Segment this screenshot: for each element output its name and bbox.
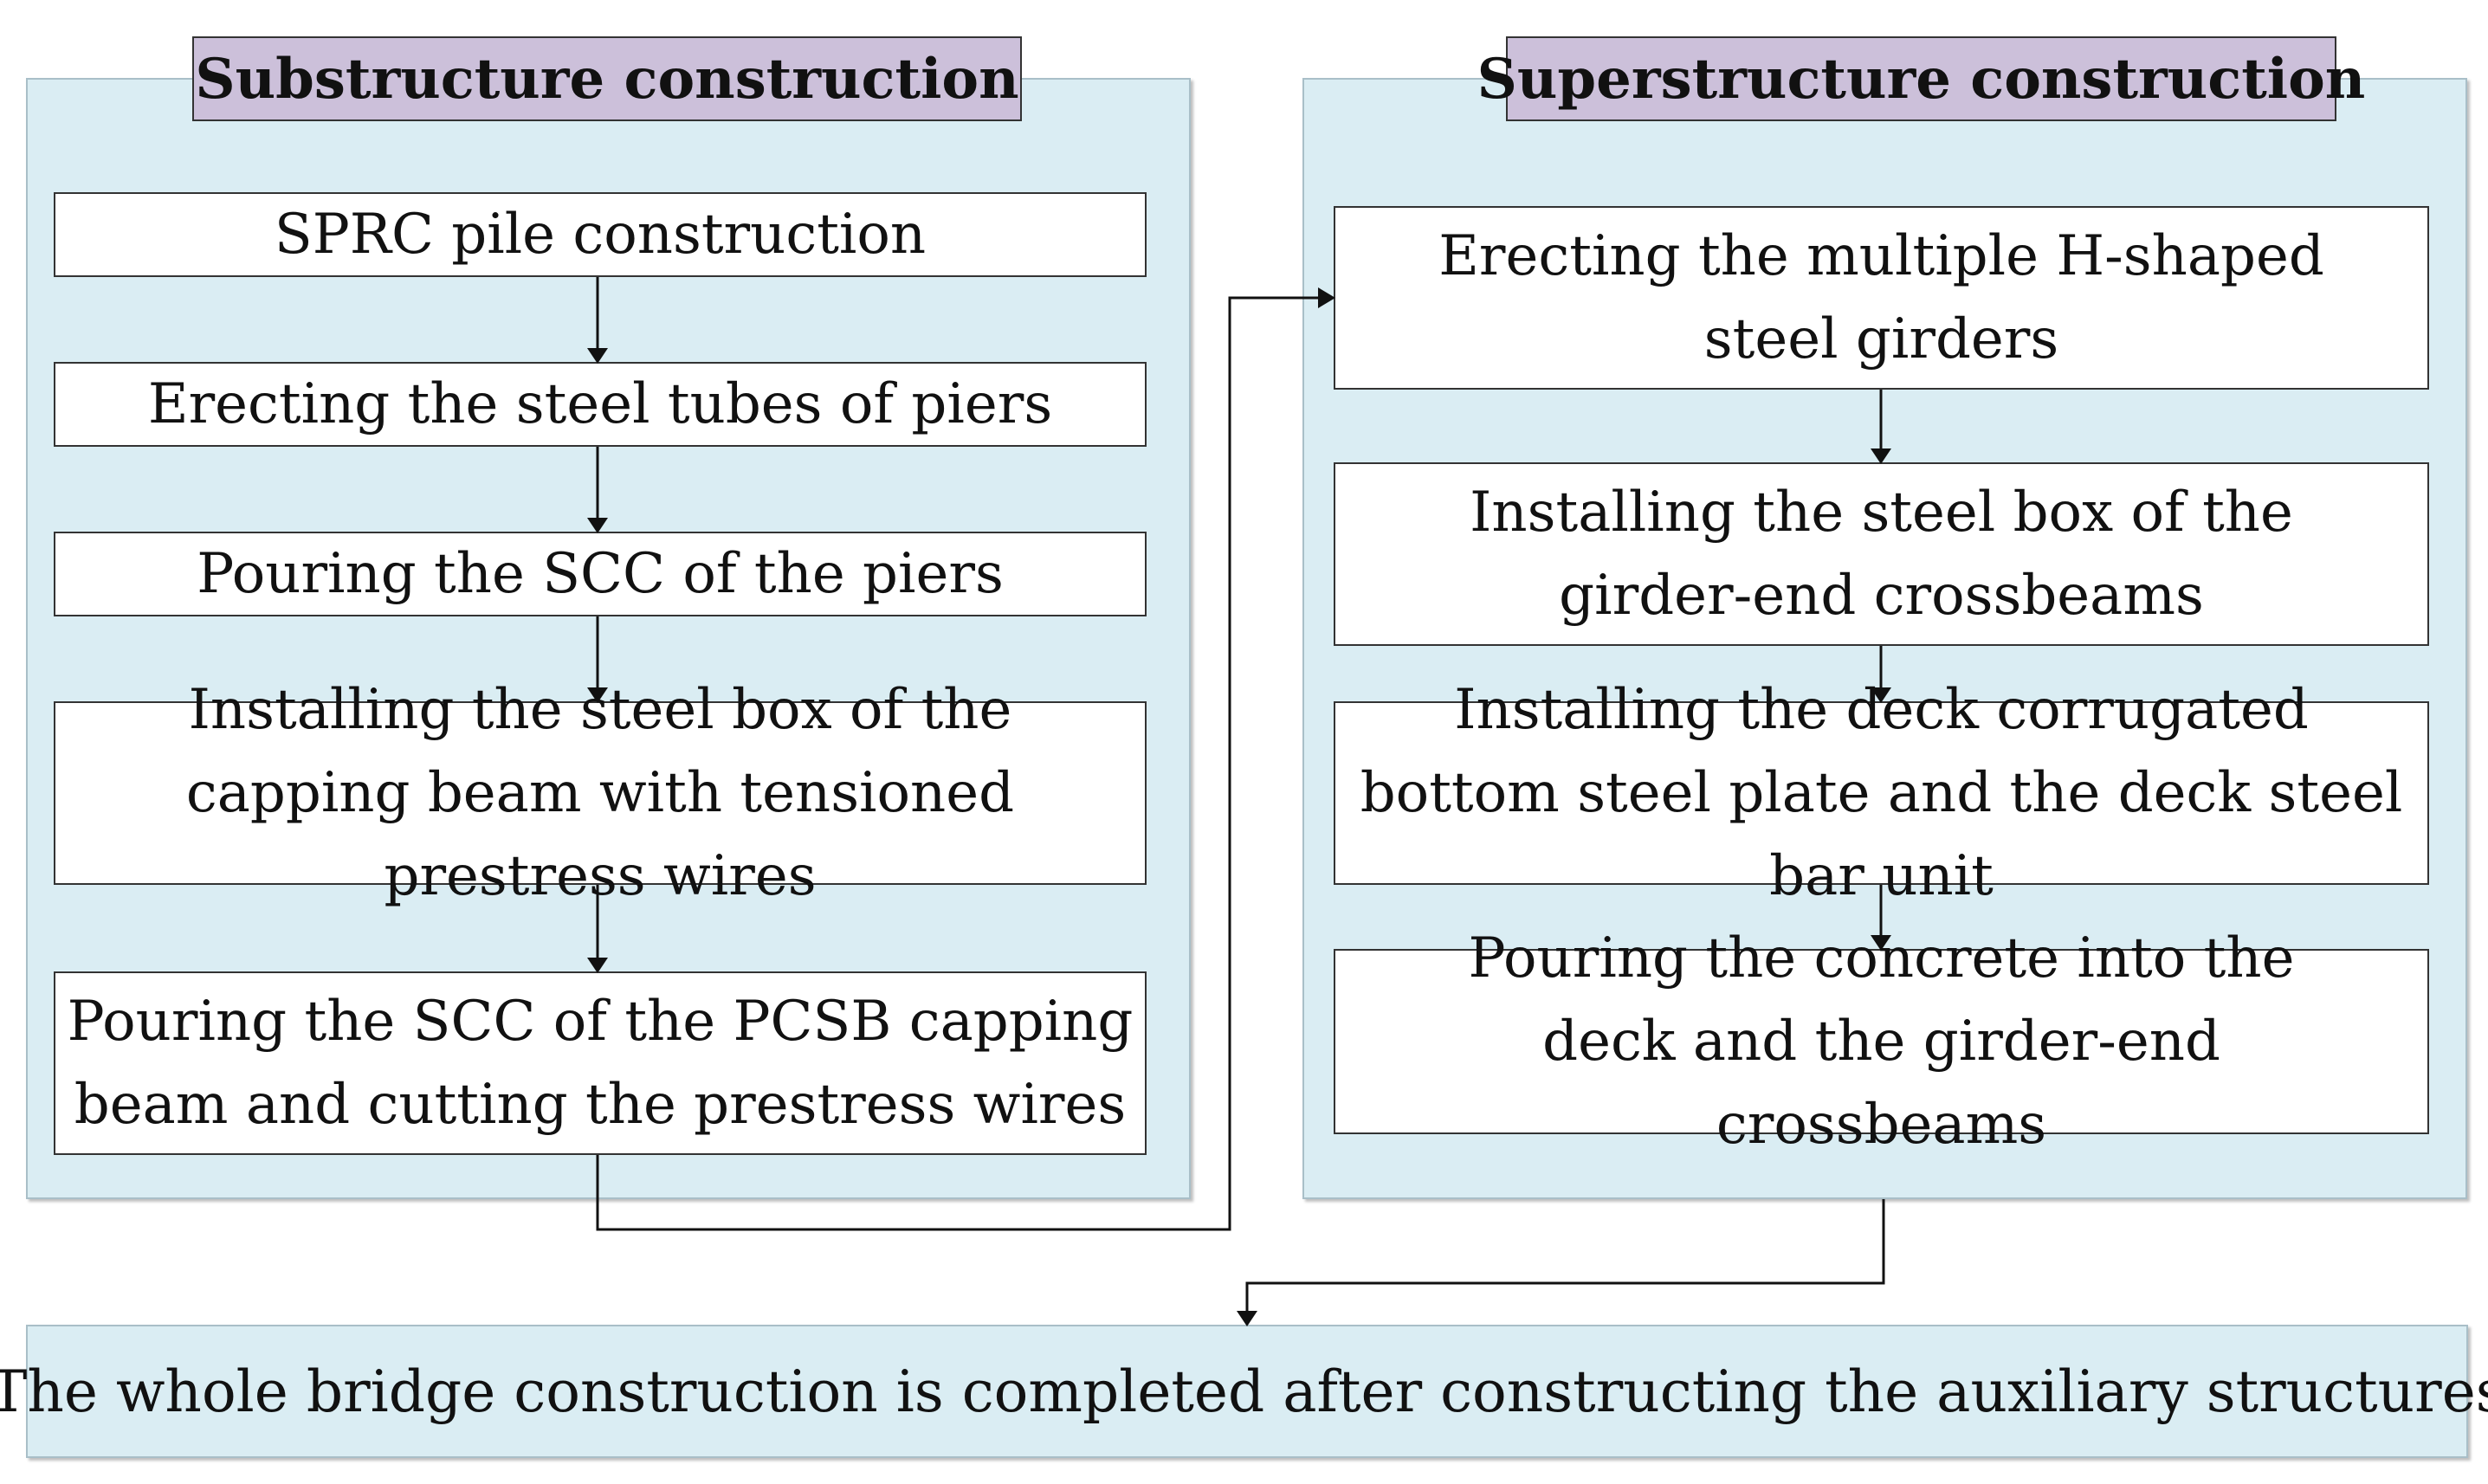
super-step-install-crossbeam-box: Installing the steel box of the girder-e… [1334, 462, 2429, 646]
super-step-erect-girders: Erecting the multiple H-shaped steel gir… [1334, 206, 2429, 390]
final-step-text: The whole bridge construction is complet… [0, 1358, 2488, 1425]
superstructure-title: Superstructure construction [1477, 36, 2365, 121]
sub-step-pour-scc-piers: Pouring the SCC of the piers [54, 532, 1147, 616]
super-step-install-deck-plate: Installing the deck corrugated bottom st… [1334, 678, 2429, 908]
arrowhead-sub-4-5 [587, 958, 608, 973]
sub-step-pile-construction: SPRC pile construction [54, 192, 1147, 277]
sub-step-pour-capping-beam: Pouring the SCC of the PCSB capping beam… [54, 971, 1147, 1155]
arrowhead-super-to-final [1237, 1311, 1257, 1326]
arrowhead-sub-3-4 [587, 687, 608, 703]
arrowhead-sub-2-3 [587, 518, 608, 533]
arrowhead-super-1-2 [1871, 448, 1891, 464]
arrow-super-to-final [1244, 1199, 1885, 1320]
arrowhead-sub-to-super [1318, 287, 1335, 308]
arrowhead-super-2-3 [1871, 687, 1891, 703]
arrowhead-sub-1-2 [587, 348, 608, 364]
arrowhead-super-3-4 [1871, 935, 1891, 951]
arrow-sub-to-super [596, 294, 1329, 1231]
sub-step-erect-steel-tubes: Erecting the steel tubes of piers [54, 362, 1147, 447]
substructure-title: Substructure construction [192, 36, 1022, 121]
